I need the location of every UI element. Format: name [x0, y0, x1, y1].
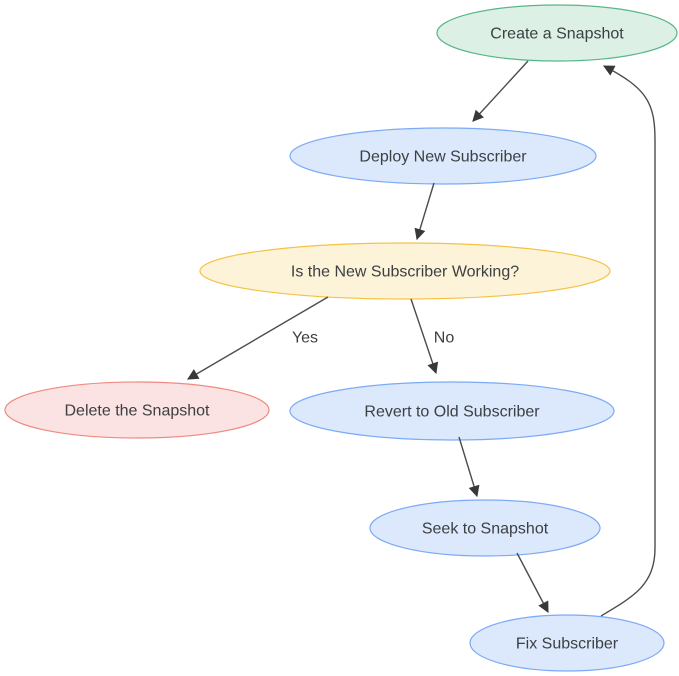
edge-label-yes: Yes	[292, 330, 318, 347]
deploy-new-subscriber-label: Deploy New Subscriber	[359, 149, 527, 166]
node-is-the-new-subscriber-working: Is the New Subscriber Working?	[199, 242, 611, 300]
delete-the-snapshot-ellipse	[4, 381, 270, 439]
create-a-snapshot-ellipse	[436, 4, 678, 62]
node-revert-to-old-subscriber: Revert to Old Subscriber	[289, 381, 615, 441]
is-the-new-subscriber-working-ellipse	[199, 242, 611, 300]
edge-label-no: No	[434, 330, 455, 347]
is-the-new-subscriber-working-label: Is the New Subscriber Working?	[291, 264, 519, 281]
fix-subscriber-ellipse	[469, 614, 665, 672]
node-seek-to-snapshot: Seek to Snapshot	[369, 499, 601, 557]
edge-revert-to-seek-arrow	[458, 436, 480, 498]
edge-yes-to-delete-snapshot-arrow	[187, 296, 329, 380]
seek-to-snapshot-label: Seek to Snapshot	[422, 521, 549, 538]
revert-to-old-subscriber-ellipse	[289, 381, 615, 441]
edge-seek-to-fix-arrow	[516, 552, 549, 613]
delete-the-snapshot-label: Delete the Snapshot	[65, 403, 211, 420]
edge-fix-back-to-create-snapshot-arrow	[600, 65, 656, 617]
node-create-a-snapshot: Create a Snapshot	[436, 4, 678, 62]
edge-deploy-to-is-working-arrow	[414, 182, 435, 241]
edge-no-to-revert-arrow	[410, 298, 439, 375]
deploy-new-subscriber-ellipse	[289, 127, 597, 185]
node-delete-the-snapshot: Delete the Snapshot	[4, 381, 270, 439]
create-a-snapshot-label: Create a Snapshot	[490, 26, 624, 43]
node-deploy-new-subscriber: Deploy New Subscriber	[289, 127, 597, 185]
node-fix-subscriber: Fix Subscriber	[469, 614, 665, 672]
edge-create-snapshot-to-deploy-arrow	[472, 60, 529, 122]
revert-to-old-subscriber-label: Revert to Old Subscriber	[364, 404, 540, 421]
seek-to-snapshot-ellipse	[369, 499, 601, 557]
fix-subscriber-label: Fix Subscriber	[516, 636, 619, 653]
